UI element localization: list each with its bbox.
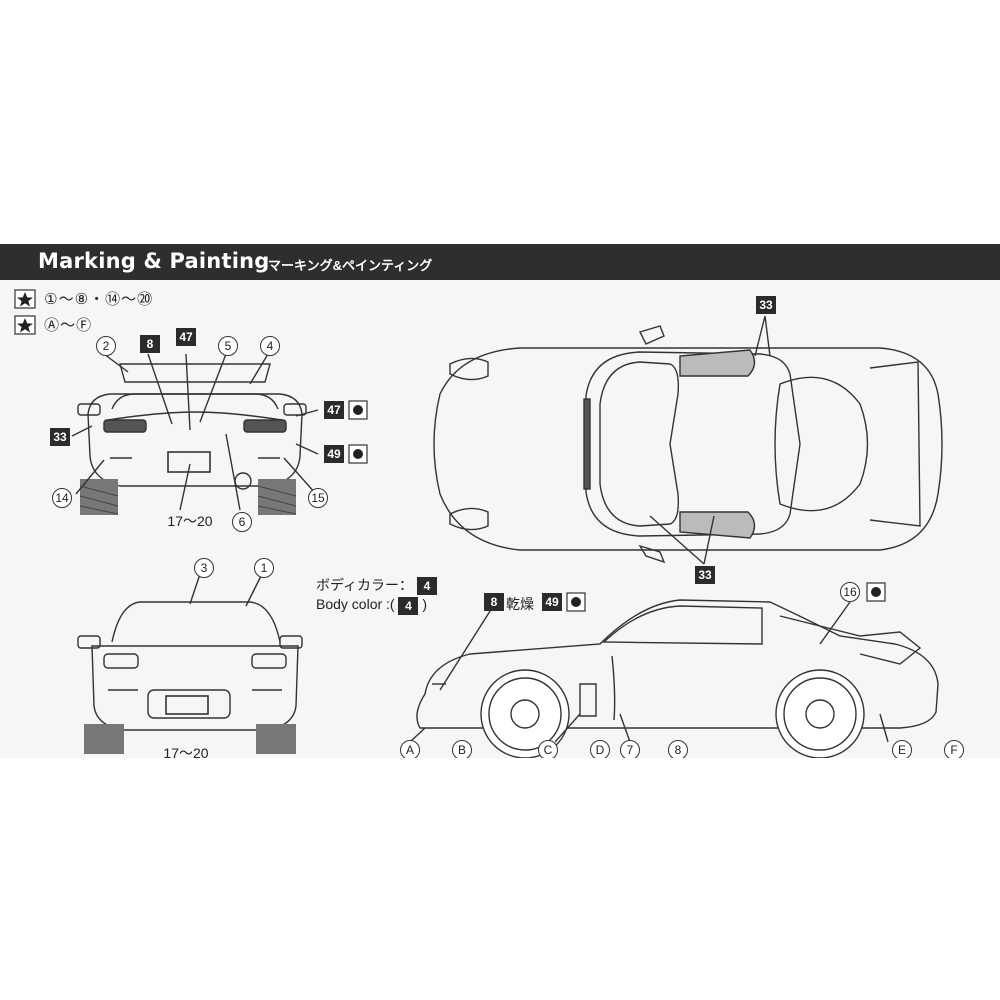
callout-rear-49-right: 49: [324, 445, 344, 463]
callout-rear-5: 5: [218, 336, 238, 356]
side-view-drawing: [416, 599, 939, 758]
callout-side-D: D: [590, 740, 610, 758]
top-view-drawing: [433, 325, 943, 564]
callout-rear-17-20: 17～20: [167, 513, 213, 529]
callout-top-33-bottom: 33: [695, 566, 715, 584]
body-color-jp-label: ボディカラー：: [316, 577, 414, 593]
callout-side-8: 8: [484, 593, 504, 611]
callout-rear-33: 33: [50, 428, 70, 446]
rear-view-drawing: [77, 363, 307, 515]
instruction-sheet: Marking & Painting マーキング&ペインティング ①～⑧・⑭～⑳…: [0, 244, 1000, 758]
rear-view-tire-pattern: [79, 485, 297, 515]
decal-symbol-icon: [566, 592, 586, 612]
callout-rear-4: 4: [260, 336, 280, 356]
dry-label: 乾燥: [506, 596, 534, 612]
callout-side-49: 49: [542, 593, 562, 611]
body-color-jp-row: ボディカラー： 4: [316, 576, 437, 596]
callout-front-3: 3: [194, 558, 214, 578]
callout-side-E: E: [892, 740, 912, 758]
star-badge-icon: [14, 314, 36, 335]
callout-side-B: B: [452, 740, 472, 758]
legend-row-2: Ⓐ～Ⓕ: [14, 314, 92, 335]
section-header: Marking & Painting マーキング&ペインティング: [0, 244, 1000, 280]
callout-side-8-bottom: 8: [668, 740, 688, 758]
body-color-en-row: Body color :( 4 ): [316, 595, 437, 615]
callout-rear-47-right: 47: [324, 401, 344, 419]
car-line-drawings: [71, 315, 943, 758]
callout-side-A: A: [400, 740, 420, 758]
legend-text-2: Ⓐ～Ⓕ: [44, 317, 93, 334]
callout-side-16: 16: [840, 582, 860, 602]
callout-rear-47: 47: [176, 328, 196, 346]
callout-front-17-20: 17～20: [163, 745, 209, 758]
body-color-code-en: 4: [398, 596, 419, 615]
body-color-block: ボディカラー： 4 Body color :( 4 ): [316, 576, 437, 615]
callout-rear-8: 8: [140, 335, 160, 353]
front-view-drawing: [77, 601, 303, 754]
body-color-code-jp: 4: [416, 577, 437, 596]
callout-rear-14: 14: [52, 488, 72, 508]
decal-symbol-icon: [866, 582, 886, 602]
callout-side-F: F: [944, 740, 964, 758]
legend-text-1: ①～⑧・⑭～⑳: [44, 291, 154, 308]
legend-row-1: ①～⑧・⑭～⑳: [14, 288, 153, 309]
callout-top-33: 33: [756, 296, 776, 314]
header-title-en: Marking & Painting: [38, 249, 270, 273]
star-badge-icon: [14, 288, 36, 309]
decal-symbol-icon: [348, 400, 368, 420]
decal-symbol-icon: [348, 444, 368, 464]
callout-rear-2: 2: [96, 336, 116, 356]
callout-front-1: 1: [254, 558, 274, 578]
body-color-en-label: Body color :(: [316, 596, 395, 613]
callout-side-C: C: [538, 740, 558, 758]
callout-rear-6: 6: [232, 512, 252, 532]
header-title-jp: マーキング&ペインティング: [268, 258, 433, 273]
callout-side-7: 7: [620, 740, 640, 758]
callout-rear-15: 15: [308, 488, 328, 508]
body-color-en-close: ): [422, 596, 428, 613]
